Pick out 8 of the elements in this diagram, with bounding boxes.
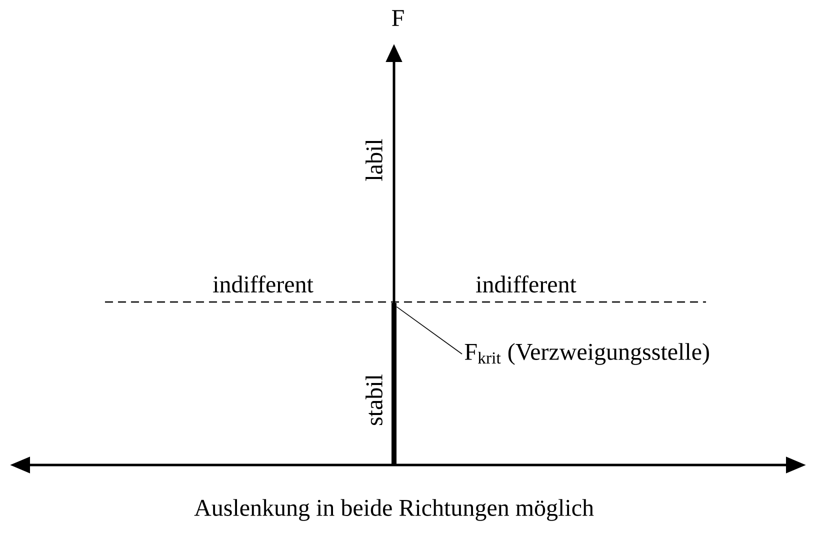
region-label: labil [366, 139, 382, 181]
region-label: indifferent [476, 275, 576, 293]
region-label: indifferent [213, 275, 314, 293]
annotation-text: F$_{krit}$ (Verzweigungsstelle) [464, 343, 709, 365]
leader-line [396, 306, 462, 354]
axis-label: F [392, 10, 404, 26]
axis-label: Auslenkung in beide Richtungen möglich [194, 499, 594, 521]
stable-branch [392, 303, 396, 465]
